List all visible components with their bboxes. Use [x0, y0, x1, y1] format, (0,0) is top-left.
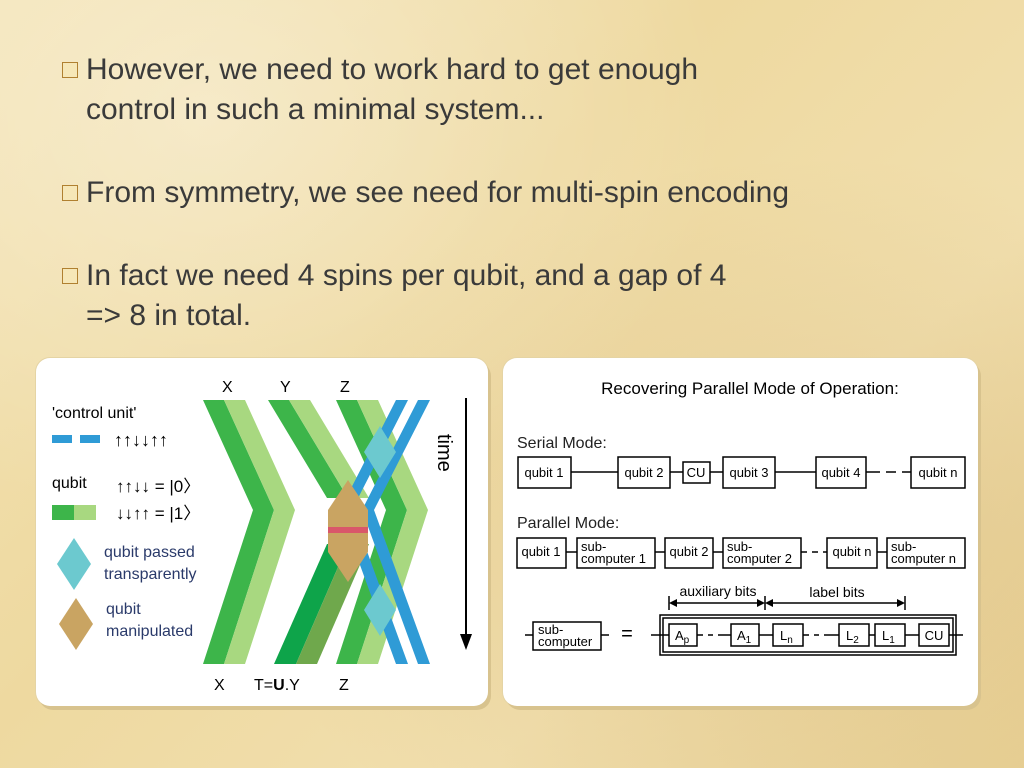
bit-box-l1	[874, 623, 906, 647]
label-bits-label: label bits	[809, 584, 864, 600]
parallel-box-subcomputer-2	[722, 537, 802, 569]
bit-box-ln	[772, 623, 804, 647]
bullet-2: From symmetry, we see need for multi-spi…	[62, 173, 906, 213]
bit-text-ln: Ln	[780, 628, 793, 646]
legend-control-swatch-1	[52, 435, 72, 443]
top-label-y: Y	[280, 379, 291, 396]
bit-brackets	[668, 596, 906, 610]
legend-manipulated-line-1: qubit	[106, 601, 141, 618]
legend-qubit-swatch-dark	[52, 505, 74, 520]
bit-box-a1	[730, 623, 760, 647]
bullet-square-icon	[62, 185, 78, 201]
legend-qubit-swatch-light	[74, 505, 96, 520]
bullet-1-line-2: control in such a minimal system...	[86, 93, 545, 126]
parallel-text-subcomputer-2-a: sub-	[727, 539, 752, 554]
manipulation-bar	[328, 527, 368, 533]
subcomputer-box	[532, 621, 602, 651]
transparent-diamond-top	[364, 426, 396, 478]
parallel-text-qubit-n: qubit n	[832, 544, 871, 559]
bullet-3-line-2: => 8 in total.	[86, 299, 252, 332]
parallel-mode-diagram-panel: Recovering Parallel Mode of Operation: S…	[503, 358, 978, 706]
control-track-2	[362, 400, 430, 664]
parallel-chain	[516, 537, 966, 569]
bottom-label-z: Z	[339, 677, 349, 694]
legend-transparent-line-2: transparently	[104, 566, 197, 583]
bullet-1: However, we need to work hard to get eno…	[62, 50, 906, 130]
spin-encoding-diagram-panel: X Y Z time X T=U.Y Z 'control uni	[36, 358, 488, 706]
serial-text-qubit-3: qubit 3	[729, 465, 768, 480]
parallel-text-qubit-1: qubit 1	[521, 544, 560, 559]
bit-box-ap	[668, 623, 698, 647]
subcomputer-expansion	[525, 614, 963, 656]
bottom-label-t: T=U.Y	[254, 677, 300, 694]
subcomputer-text-b: computer	[538, 634, 593, 649]
auxiliary-bits-label: auxiliary bits	[679, 583, 756, 599]
top-label-z: Z	[340, 379, 350, 396]
bullet-square-icon	[62, 62, 78, 78]
bullet-square-icon	[62, 268, 78, 284]
bit-box-l2	[838, 623, 870, 647]
bullet-3: In fact we need 4 spins per qubit, and a…	[62, 256, 906, 336]
serial-text-qubit-n: qubit n	[918, 465, 957, 480]
serial-box-qubit-1	[517, 456, 572, 489]
serial-text-cu: CU	[687, 465, 706, 480]
parallel-mode-diagram: Recovering Parallel Mode of Operation: S…	[516, 379, 966, 656]
serial-box-cu	[682, 461, 711, 484]
serial-mode-label: Serial Mode:	[517, 435, 607, 452]
parallel-box-subcomputer-n	[886, 537, 966, 569]
serial-text-qubit-1: qubit 1	[524, 465, 563, 480]
parallel-box-subcomputer-1	[576, 537, 656, 569]
serial-text-qubit-2: qubit 2	[624, 465, 663, 480]
parallel-box-qubit-2	[664, 537, 714, 569]
bit-text-l2: L2	[846, 628, 859, 646]
bottom-label-x: X	[214, 677, 225, 694]
parallel-mode-label: Parallel Mode:	[517, 515, 619, 532]
serial-box-qubit-2	[617, 456, 671, 489]
parallel-box-qubit-n	[826, 537, 878, 569]
time-arrow-head-icon	[460, 634, 472, 650]
spin-encoding-diagram: X Y Z time X T=U.Y Z 'control uni	[52, 379, 472, 694]
parallel-text-subcomputer-1-a: sub-	[581, 539, 606, 554]
legend-control-swatch-2	[80, 435, 100, 443]
top-label-x: X	[222, 379, 233, 396]
y-track-upper-light	[289, 400, 369, 498]
parallel-text-subcomputer-n-a: sub-	[891, 539, 916, 554]
x-track-dark	[203, 400, 274, 664]
bit-text-cu: CU	[925, 628, 944, 643]
parallel-text-subcomputer-n-b: computer n	[891, 551, 956, 566]
bit-text-l1: L1	[882, 628, 895, 646]
x-track-light	[224, 400, 295, 664]
bullet-3-line-1: In fact we need 4 spins per qubit, and a…	[86, 259, 727, 292]
legend-control-spins: ↑↑↓↓↑↑	[114, 430, 168, 450]
y-track-lower-dark	[274, 544, 348, 664]
parallel-box-qubit-1	[516, 537, 567, 569]
serial-chain	[517, 456, 966, 489]
legend-transparent-diamond-icon	[57, 538, 91, 590]
serial-box-qubit-3	[722, 456, 776, 489]
parallel-text-subcomputer-1-b: computer 1	[581, 551, 646, 566]
bullet-2-line-1: From symmetry, we see need for multi-spi…	[86, 176, 790, 209]
legend-manipulated-diamond-icon	[59, 598, 93, 650]
legend-qubit-state-0: ↑↑↓↓ = |0〉	[116, 477, 200, 496]
parallel-text-subcomputer-2-b: computer 2	[727, 551, 792, 566]
transparent-diamond-bottom	[364, 584, 396, 636]
time-label: time	[433, 434, 455, 472]
bit-box-cu	[918, 623, 950, 647]
legend-control-unit-label: 'control unit'	[52, 405, 136, 422]
serial-box-qubit-n	[910, 456, 966, 489]
bullet-1-line-1: However, we need to work hard to get eno…	[86, 53, 699, 86]
legend-manipulated-line-2: manipulated	[106, 623, 193, 640]
bit-text-ap: Ap	[675, 628, 690, 646]
serial-box-qubit-4	[815, 456, 867, 489]
y-track-upper-dark	[268, 400, 348, 498]
legend-qubit-state-1: ↓↓↑↑ = |1〉	[116, 504, 200, 523]
legend-qubit-label: qubit	[52, 475, 87, 492]
subcomputer-text-a: sub-	[538, 622, 563, 637]
diagram-title: Recovering Parallel Mode of Operation:	[601, 379, 899, 398]
serial-text-qubit-4: qubit 4	[821, 465, 860, 480]
bit-text-a1: A1	[737, 628, 752, 646]
legend-transparent-line-1: qubit passed	[104, 544, 195, 561]
parallel-text-qubit-2: qubit 2	[669, 544, 708, 559]
equals-sign: =	[621, 623, 633, 645]
